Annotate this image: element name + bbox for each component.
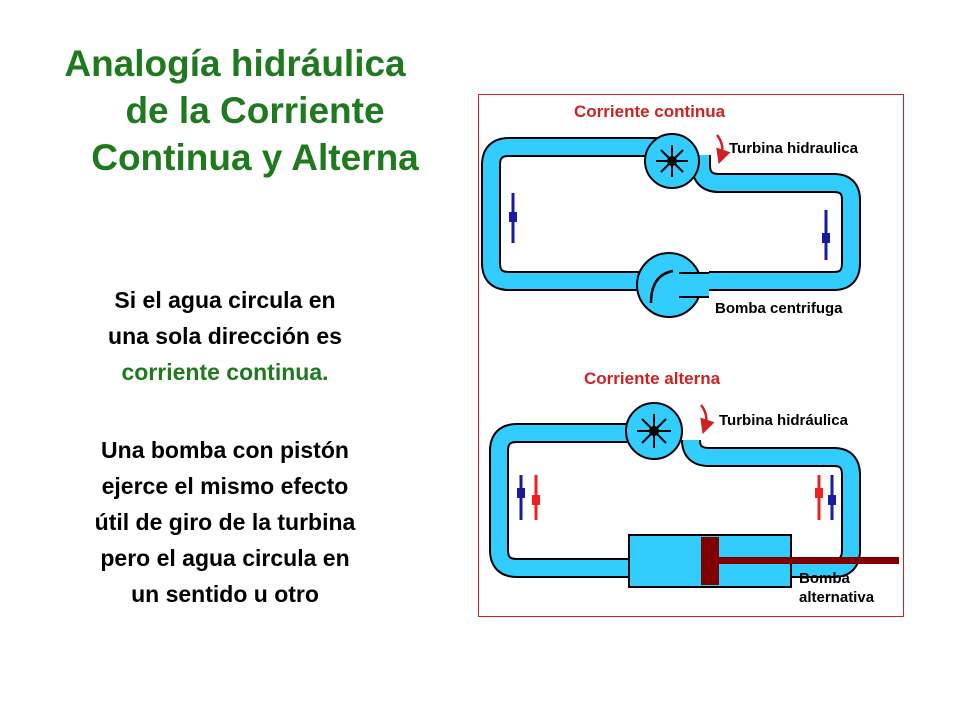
- ac-pump-label-line-2: alternativa: [799, 589, 875, 606]
- dc-centrifugal-pump: [636, 252, 709, 318]
- paragraph-direct-current: Si el agua circula en una sola dirección…: [20, 282, 430, 390]
- paragraph2-line-2: ejerce el mismo efecto: [101, 473, 349, 499]
- dc-flow-arrow-right: [822, 210, 830, 260]
- title-line-2: de la Corriente: [125, 90, 385, 131]
- page-title: Analogía hidráulica de la Corriente Cont…: [20, 40, 450, 181]
- paragraph2-line-1: Una bomba con pistón: [101, 437, 349, 463]
- ac-flow-arrows-left: [517, 475, 540, 520]
- paragraph2-line-4: pero el agua circula en: [100, 545, 350, 571]
- ac-pipe-loop: [489, 423, 861, 578]
- paragraph2-line-5: un sentido u otro: [131, 581, 319, 607]
- dc-turbine-label: Turbina hidraulica: [729, 140, 859, 157]
- ac-turbine-label: Turbina hidráulica: [719, 412, 849, 429]
- ac-pump-label-line-1: Bomba: [799, 570, 850, 587]
- hydraulic-diagram-svg: Corriente continua Turbina hidraulica: [481, 102, 899, 606]
- ac-heading: Corriente alterna: [584, 369, 721, 388]
- paragraph1-line-3: corriente continua.: [121, 359, 329, 385]
- ac-turbine: [625, 402, 683, 460]
- ac-piston-pump: [628, 534, 899, 588]
- dc-pipe-loop: [481, 137, 861, 291]
- paragraph2-line-3: útil de giro de la turbina: [94, 509, 356, 535]
- title-line-3: Continua y Alterna: [91, 137, 419, 178]
- dc-turbine-rotation-icon: [715, 134, 731, 165]
- hydraulic-diagram: Corriente continua Turbina hidraulica: [478, 94, 904, 617]
- paragraph1-line-1: Si el agua circula en: [114, 287, 336, 313]
- paragraph1-line-2: una sola dirección es: [108, 323, 342, 349]
- ac-flow-arrows-right: [815, 475, 836, 520]
- title-line-1: Analogía hidráulica: [64, 43, 406, 84]
- dc-turbine: [644, 133, 700, 189]
- paragraph-alternating-current: Una bomba con pistón ejerce el mismo efe…: [20, 432, 430, 612]
- ac-turbine-rotation-icon: [699, 404, 715, 435]
- dc-heading: Corriente continua: [574, 102, 726, 121]
- dc-pump-label: Bomba centrifuga: [715, 300, 843, 317]
- dc-flow-arrow-left: [509, 193, 517, 243]
